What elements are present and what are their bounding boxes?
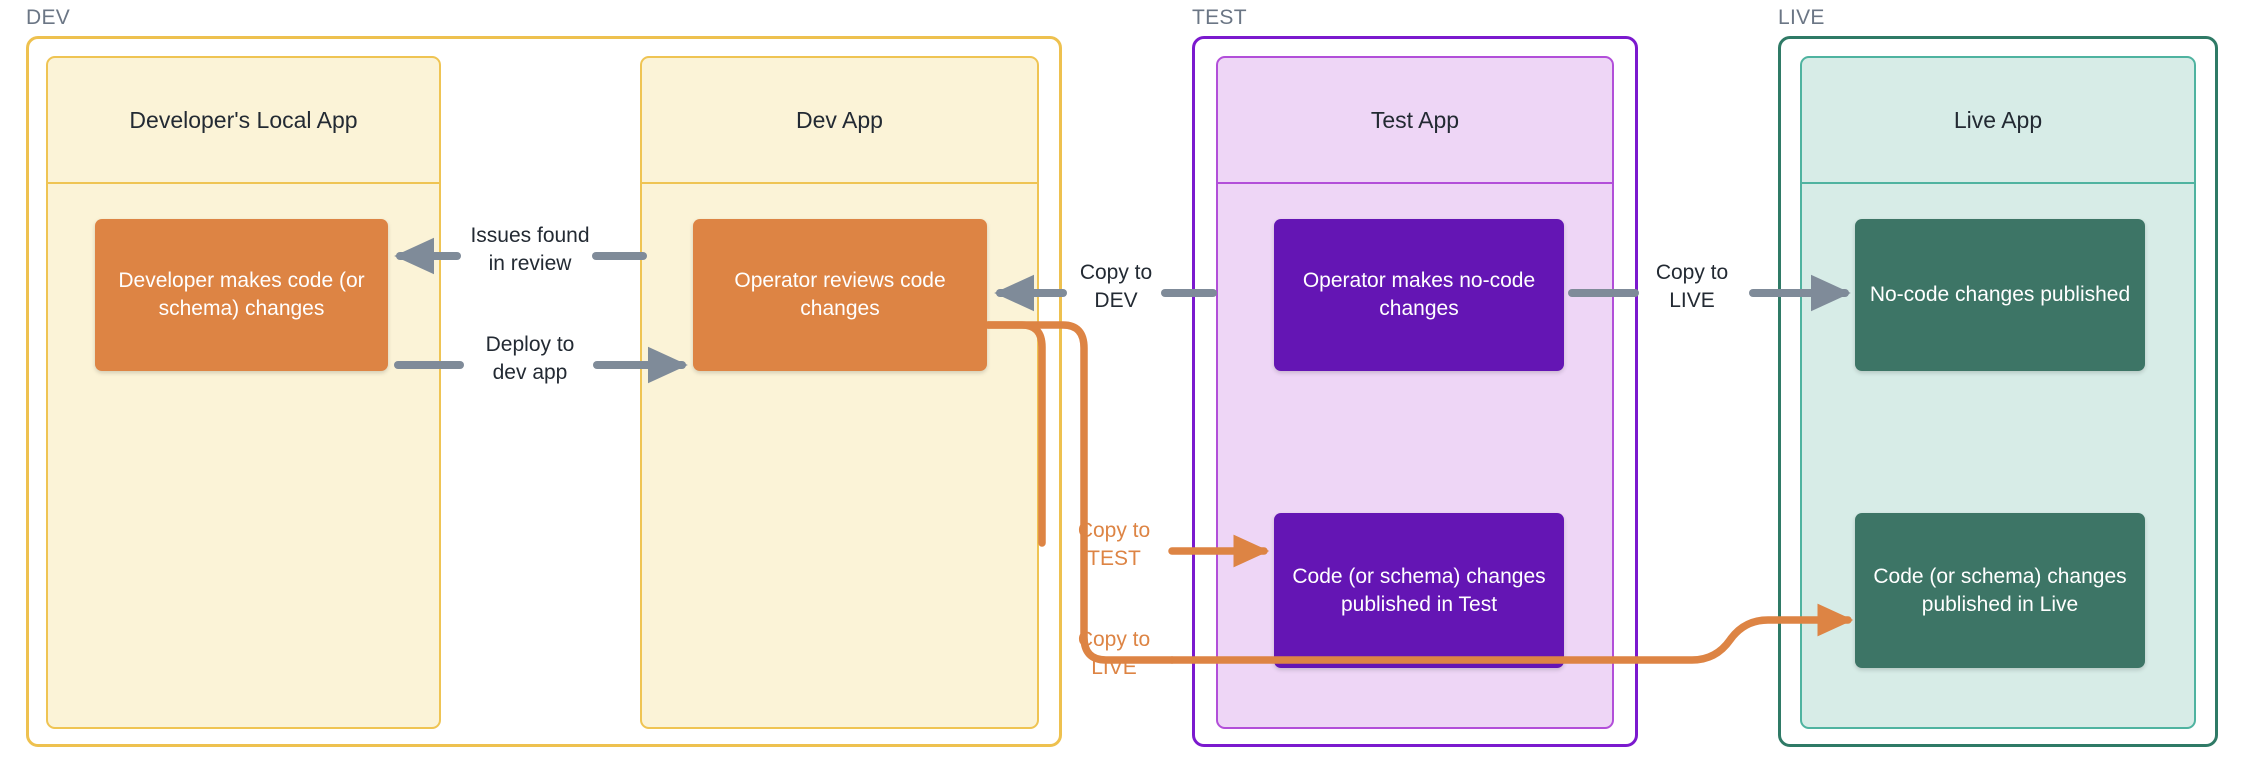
app-panel-developers-local-app: Developer's Local App bbox=[46, 56, 441, 729]
app-header-test-app: Test App bbox=[1218, 58, 1612, 184]
env-label-test: TEST bbox=[1192, 6, 1247, 29]
node-operator-makes-no-code-changes: Operator makes no-code changes bbox=[1274, 219, 1564, 371]
connector-label-copy-to-live-code: Copy to LIVE bbox=[1077, 628, 1151, 679]
connector-label-deploy-to-dev-app: Deploy to dev app bbox=[485, 333, 575, 384]
connector-label-copy-to-dev: Copy to DEV bbox=[1079, 261, 1153, 312]
app-panel-dev-app: Dev App bbox=[640, 56, 1039, 729]
connector-label-copy-to-live-no-code: Copy to LIVE bbox=[1655, 261, 1729, 312]
app-title-test-app: Test App bbox=[1370, 106, 1460, 133]
env-container-test bbox=[1192, 36, 1638, 747]
app-title-developers-local-app: Developer's Local App bbox=[129, 106, 358, 133]
app-header-live-app: Live App bbox=[1802, 58, 2194, 184]
node-developer-makes-code-changes: Developer makes code (or schema) changes bbox=[95, 219, 388, 371]
connector-label-issues-found-in-review: Issues found in review bbox=[470, 224, 590, 275]
env-label-live: LIVE bbox=[1778, 6, 1825, 29]
app-header-dev-app: Dev App bbox=[642, 58, 1037, 184]
app-title-dev-app: Dev App bbox=[796, 106, 883, 133]
env-label-dev: DEV bbox=[26, 6, 71, 29]
app-header-developers-local-app: Developer's Local App bbox=[48, 58, 439, 184]
node-no-code-changes-published: No-code changes published bbox=[1855, 219, 2145, 371]
node-operator-reviews-code-changes: Operator reviews code changes bbox=[693, 219, 987, 371]
connector-label-copy-to-test: Copy to TEST bbox=[1077, 519, 1151, 570]
node-code-changes-published-in-live: Code (or schema) changes published in Li… bbox=[1855, 513, 2145, 668]
node-code-changes-published-in-test: Code (or schema) changes published in Te… bbox=[1274, 513, 1564, 668]
app-title-live-app: Live App bbox=[1953, 106, 2043, 133]
env-container-live bbox=[1778, 36, 2218, 747]
